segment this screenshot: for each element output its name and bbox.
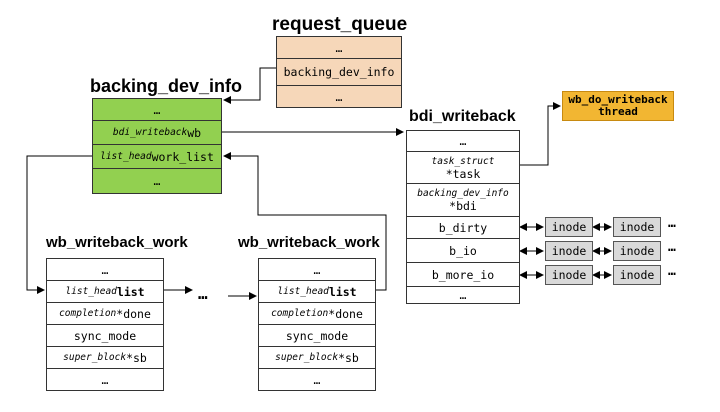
- work-row-done: completion *done: [47, 302, 163, 324]
- work-row-sync-mode: sync_mode: [259, 324, 375, 346]
- wb-writeback-work-2-struct: … list_head list completion *done sync_m…: [258, 258, 376, 391]
- work-row-list: list_head list: [259, 280, 375, 302]
- inode-node: inode: [545, 241, 593, 261]
- request-queue-row: …: [277, 85, 401, 107]
- backing-dev-info-struct: … bdi_writeback wb list_head work_list …: [92, 98, 222, 194]
- work-chain-dots: …: [198, 284, 208, 303]
- backing-dev-info-title: backing_dev_info: [90, 76, 243, 96]
- inode-node: inode: [613, 241, 661, 261]
- work-row: …: [101, 262, 109, 277]
- arrow-work2-to-worklist: [223, 152, 387, 291]
- bdi-writeback-row-b-dirty: b_dirty: [407, 216, 519, 238]
- inode-node: inode: [545, 265, 593, 285]
- bdi-writeback-row-b-io: b_io: [407, 238, 519, 262]
- backing-dev-info-row: …: [153, 102, 161, 117]
- backing-dev-info-row-wb: bdi_writeback wb: [93, 120, 221, 144]
- work-row-done: completion *done: [259, 302, 375, 324]
- work-row-sync-mode: sync_mode: [47, 324, 163, 346]
- bdi-writeback-row-task: task_struct *task: [407, 151, 519, 183]
- work-row-sb: super_block *sb: [259, 346, 375, 368]
- backing-dev-info-row-work-list: list_head work_list: [93, 144, 221, 168]
- backing-dev-info-row: …: [93, 168, 221, 193]
- request-queue-title: request_queue: [272, 14, 408, 35]
- arrow-task-to-thread: [519, 102, 561, 166]
- work-row-list: list_head list: [47, 280, 163, 302]
- work-row: …: [259, 368, 375, 390]
- arrow-rq-to-bdi: [223, 67, 276, 104]
- wb-writeback-work-2-title: wb_writeback_work: [238, 234, 380, 251]
- inode-more-dots: …: [668, 264, 676, 279]
- work-row-sb: super_block *sb: [47, 346, 163, 368]
- inode-more-dots: …: [668, 216, 676, 231]
- thread-label-line2: thread: [598, 105, 638, 118]
- request-queue-struct: … backing_dev_info …: [276, 36, 402, 108]
- thread-label-line1: wb_do_writeback: [568, 93, 668, 106]
- inode-node: inode: [613, 217, 661, 237]
- bdi-writeback-title: bdi_writeback: [409, 108, 516, 125]
- arrow-worklist-to-work1: [26, 155, 92, 294]
- bdi-writeback-row-b-more-io: b_more_io: [407, 262, 519, 286]
- bdi-writeback-row: …: [459, 134, 467, 148]
- inode-node: inode: [545, 217, 593, 237]
- wb-writeback-work-1-title: wb_writeback_work: [46, 234, 188, 251]
- inode-node: inode: [613, 265, 661, 285]
- request-queue-row: …: [335, 40, 343, 55]
- wb-writeback-work-1-struct: … list_head list completion *done sync_m…: [46, 258, 164, 391]
- bdi-writeback-row: …: [407, 286, 519, 303]
- bdi-writeback-row-bdi: backing_dev_info *bdi: [407, 183, 519, 216]
- request-queue-row-backing-dev-info: backing_dev_info: [277, 58, 401, 85]
- wb-do-writeback-thread: wb_do_writeback thread: [562, 91, 674, 121]
- bdi-writeback-struct: … task_struct *task backing_dev_info *bd…: [406, 130, 520, 304]
- work-row: …: [313, 262, 321, 277]
- work-row: …: [47, 368, 163, 390]
- inode-more-dots: …: [668, 240, 676, 255]
